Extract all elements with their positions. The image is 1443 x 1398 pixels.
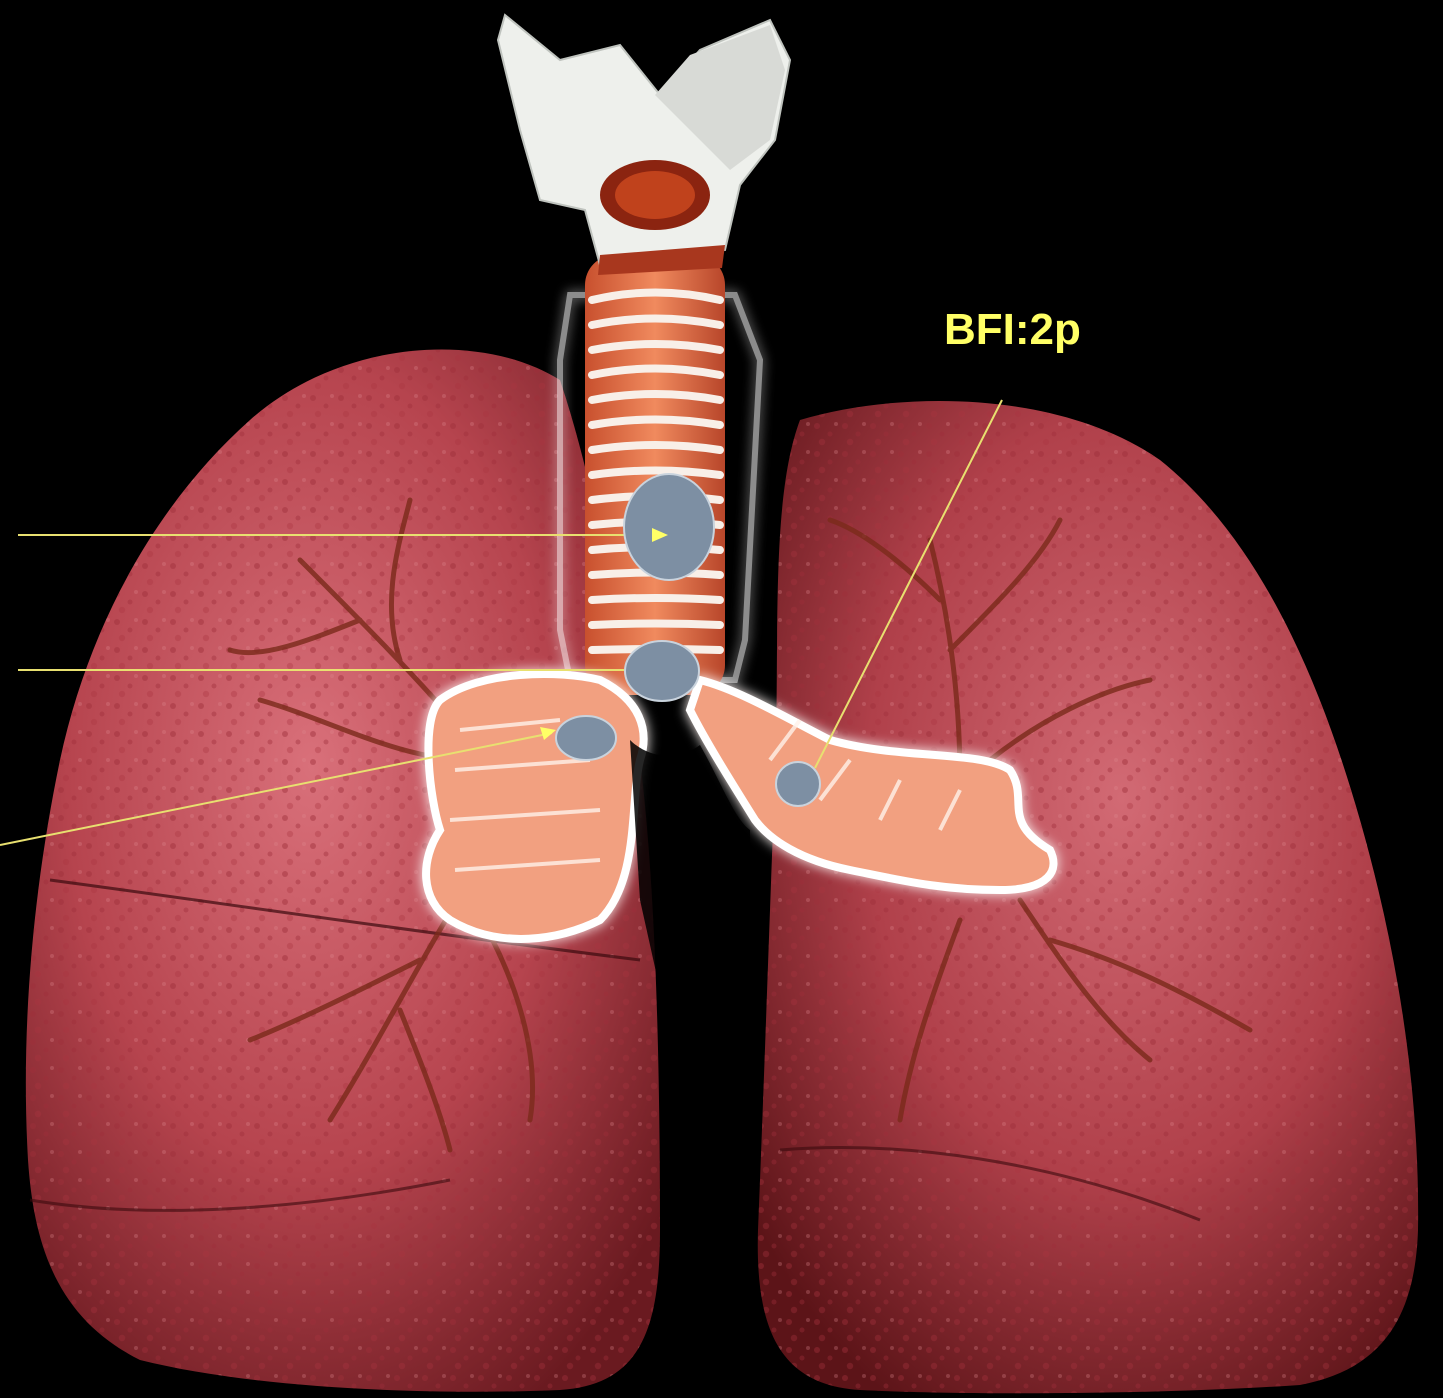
marker-upper-trachea[interactable] (624, 474, 714, 580)
larynx (498, 15, 790, 275)
left-main-bronchus (426, 674, 644, 939)
right-lung (758, 401, 1418, 1393)
bfi-label: BFI:2p (944, 308, 1081, 352)
trachea (585, 255, 725, 695)
marker-lower-trachea[interactable] (625, 641, 699, 701)
marker-right-bronchus[interactable] (776, 762, 820, 806)
marker-left-bronchus[interactable] (556, 716, 616, 760)
